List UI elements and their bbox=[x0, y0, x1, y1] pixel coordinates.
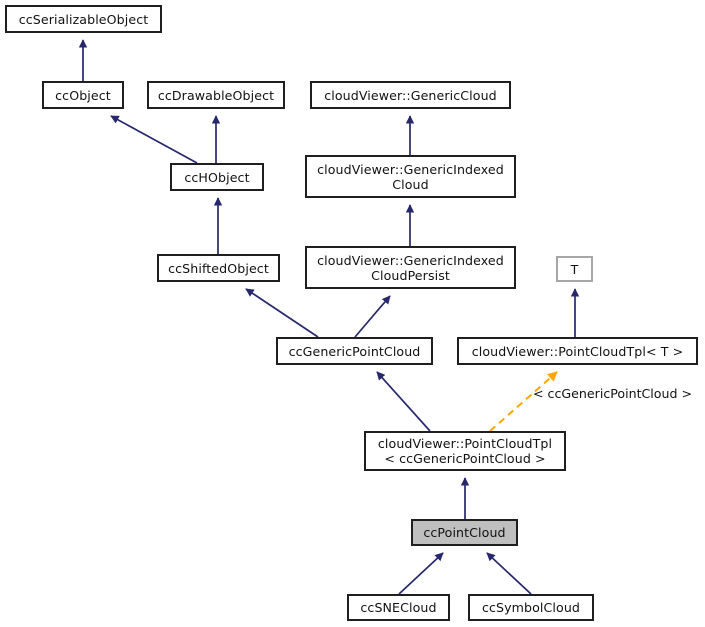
class-node-ccGenericPointCloud[interactable]: ccGenericPointCloud bbox=[276, 337, 433, 365]
class-node-T[interactable]: T bbox=[556, 256, 593, 282]
class-node-PointCloudTplGeneric[interactable]: cloudViewer::PointCloudTpl < ccGenericPo… bbox=[364, 431, 566, 471]
class-node-ccDrawableObject[interactable]: ccDrawableObject bbox=[147, 81, 285, 109]
class-node-ccObject[interactable]: ccObject bbox=[42, 81, 124, 109]
class-node-GenericCloud[interactable]: cloudViewer::GenericCloud bbox=[310, 81, 511, 109]
class-node-ccSNECloud[interactable]: ccSNECloud bbox=[347, 594, 450, 621]
edge-PointCloudTplGeneric-to-ccGenericPointCloud bbox=[376, 371, 431, 432]
edge-ccHObject-to-ccObject bbox=[110, 115, 198, 164]
class-node-ccSymbolCloud[interactable]: ccSymbolCloud bbox=[468, 594, 594, 621]
class-node-PointCloudTplT[interactable]: cloudViewer::PointCloudTpl< T > bbox=[457, 337, 698, 365]
class-node-ccSerializableObject[interactable]: ccSerializableObject bbox=[5, 5, 162, 33]
class-node-GenericIndexedCloudPersist[interactable]: cloudViewer::GenericIndexed CloudPersist bbox=[305, 246, 516, 289]
class-node-ccShiftedObject[interactable]: ccShiftedObject bbox=[157, 254, 280, 282]
edge-PointCloudTplGeneric-to-PointCloudTplT bbox=[489, 371, 558, 432]
edge-ccSNECloud-to-ccPointCloud bbox=[398, 552, 444, 595]
edge-label-PointCloudTplT: < ccGenericPointCloud > bbox=[533, 386, 693, 401]
class-node-ccHObject[interactable]: ccHObject bbox=[170, 163, 264, 191]
edge-ccSymbolCloud-to-ccPointCloud bbox=[486, 552, 532, 595]
class-node-GenericIndexedCloud[interactable]: cloudViewer::GenericIndexed Cloud bbox=[305, 155, 516, 198]
class-node-ccPointCloud[interactable]: ccPointCloud bbox=[411, 519, 518, 546]
edge-ccGenericPointCloud-to-ccShiftedObject bbox=[245, 288, 319, 338]
edge-ccGenericPointCloud-to-GenericIndexedCloudPersist bbox=[354, 295, 391, 338]
